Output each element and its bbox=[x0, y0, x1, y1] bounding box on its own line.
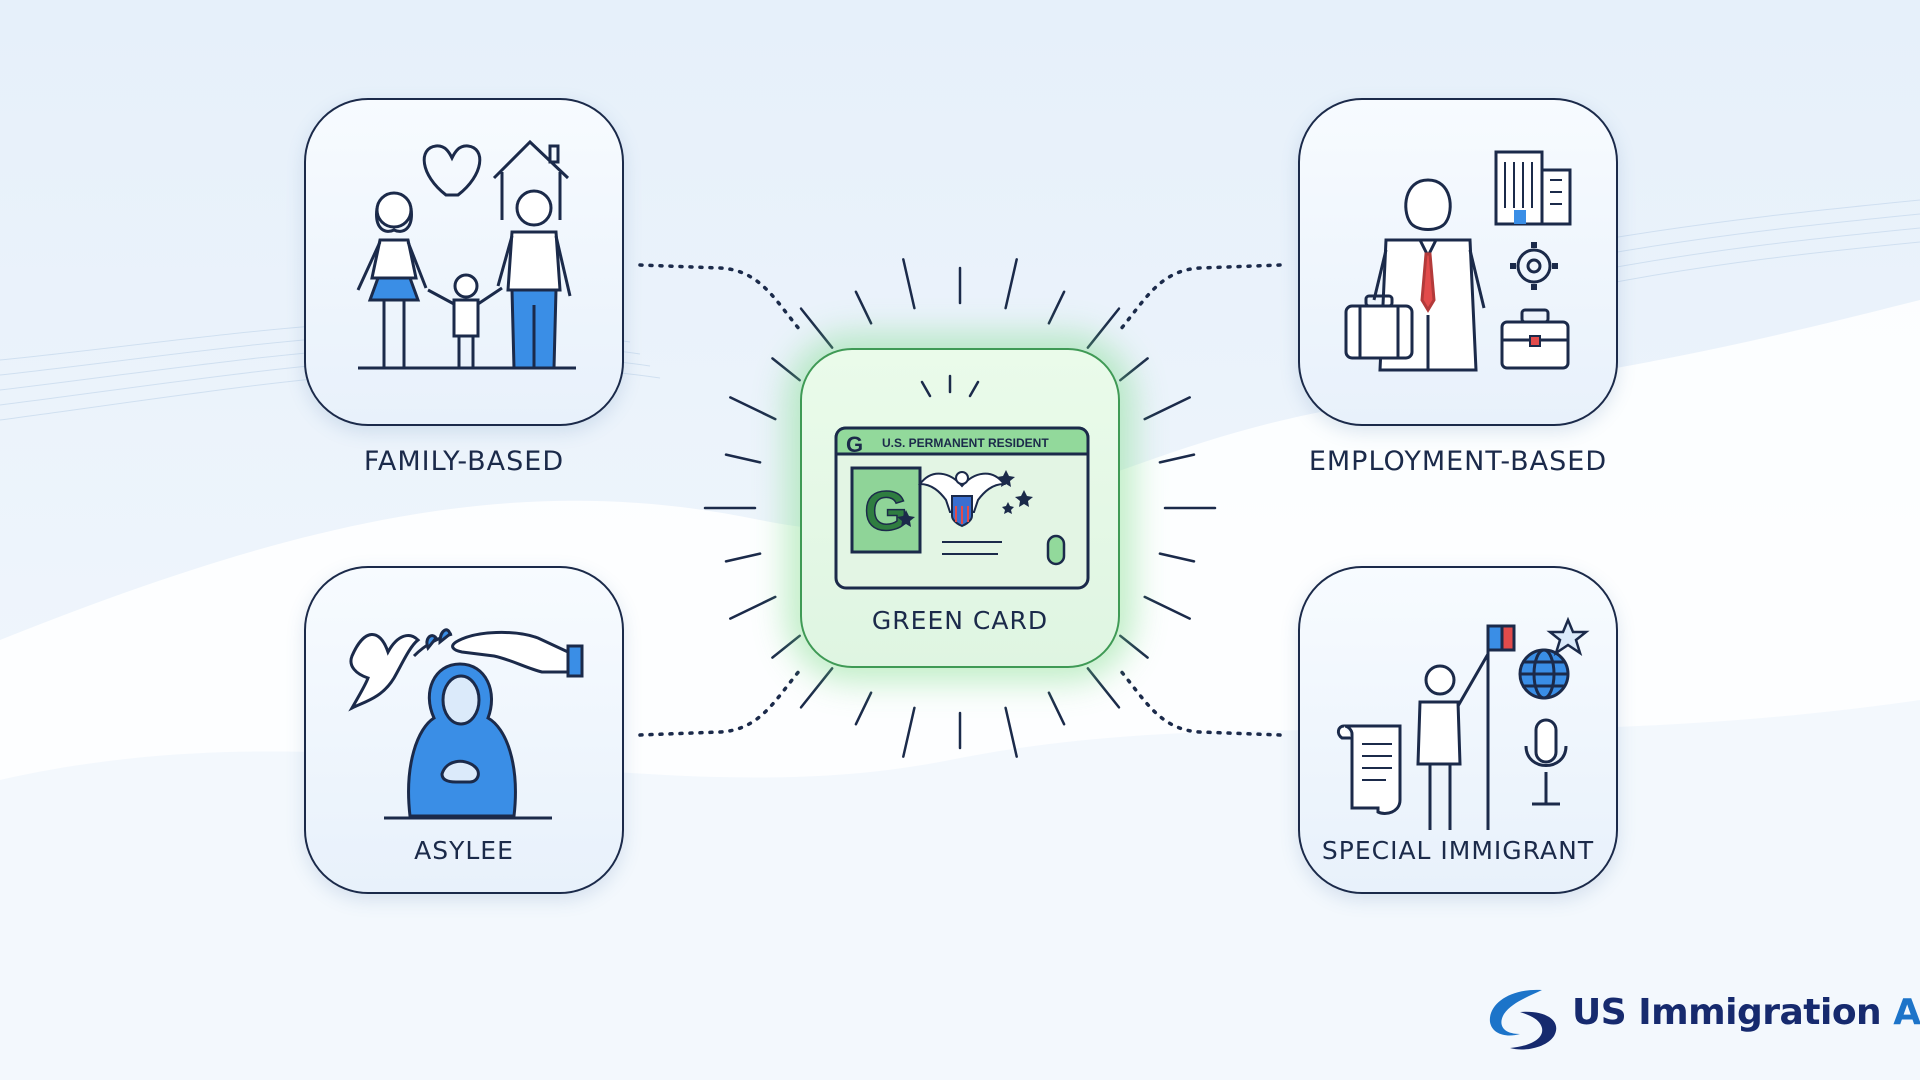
employment-based-label: EMPLOYMENT-BASED bbox=[1308, 446, 1608, 477]
person-with-flag-icon bbox=[1416, 624, 1516, 830]
connector-special bbox=[1118, 668, 1282, 737]
glow-ray bbox=[1143, 595, 1191, 620]
green-card-icon: G U.S. PERMANENT RESIDENT G bbox=[834, 374, 1090, 590]
glow-ray bbox=[1119, 357, 1149, 382]
glow-ray bbox=[771, 634, 801, 659]
brand-logo[interactable]: US Immigration AI bbox=[1480, 982, 1920, 1052]
hooded-person-icon bbox=[384, 662, 552, 820]
glow-ray bbox=[854, 290, 873, 325]
glow-ray bbox=[1158, 453, 1196, 464]
microphone-icon bbox=[1524, 718, 1568, 806]
glow-ray bbox=[771, 357, 801, 382]
brand-name: US Immigration AI bbox=[1572, 992, 1920, 1033]
family-based-label: FAMILY-BASED bbox=[363, 446, 565, 477]
asylee-label: ASYLEE bbox=[414, 836, 514, 865]
glow-ray bbox=[729, 595, 777, 620]
special-immigrant-card[interactable]: SPECIAL IMMIGRANT bbox=[1298, 566, 1618, 894]
green-card-node[interactable]: G U.S. PERMANENT RESIDENT G GREE bbox=[800, 348, 1120, 668]
brand-name-ai: AI bbox=[1893, 992, 1920, 1033]
glow-ray bbox=[1086, 667, 1121, 709]
dove-icon bbox=[348, 628, 453, 712]
family-icon bbox=[356, 189, 576, 370]
card-photo-letter: G bbox=[864, 479, 908, 542]
connector-family bbox=[638, 263, 802, 332]
green-card-label: GREEN CARD bbox=[871, 606, 1049, 635]
globe-icon bbox=[1518, 648, 1570, 700]
glow-ray bbox=[854, 691, 873, 726]
glow-ray bbox=[1004, 258, 1018, 310]
employment-based-card[interactable] bbox=[1298, 98, 1618, 426]
asylee-card[interactable]: ASYLEE bbox=[304, 566, 624, 894]
heart-icon bbox=[422, 144, 482, 197]
glow-ray bbox=[1004, 706, 1018, 758]
glow-ray bbox=[1086, 307, 1121, 349]
suitcase-icon bbox=[1344, 294, 1414, 360]
glow-ray bbox=[902, 706, 916, 758]
protecting-hand-icon bbox=[451, 630, 584, 678]
glow-ray bbox=[799, 307, 834, 349]
swoosh-logo-icon bbox=[1489, 989, 1557, 1050]
scroll-icon bbox=[1336, 724, 1402, 815]
card-header-text: U.S. PERMANENT RESIDENT bbox=[882, 436, 1049, 450]
glow-ray bbox=[1047, 290, 1066, 325]
glow-ray bbox=[1158, 552, 1196, 563]
star-icon bbox=[1546, 616, 1590, 656]
glow-ray bbox=[902, 258, 916, 310]
building-icon bbox=[1494, 150, 1572, 226]
card-header-letter: G bbox=[846, 432, 863, 457]
family-based-card[interactable] bbox=[304, 98, 624, 426]
gear-icon bbox=[1510, 242, 1558, 290]
connector-employment bbox=[1118, 263, 1282, 332]
glow-ray bbox=[799, 667, 834, 709]
glow-ray bbox=[729, 396, 777, 421]
glow-ray bbox=[724, 453, 762, 464]
briefcase-icon bbox=[1500, 308, 1570, 370]
glow-ray bbox=[1143, 396, 1191, 421]
special-immigrant-label: SPECIAL IMMIGRANT bbox=[1321, 836, 1595, 865]
glow-ray bbox=[724, 552, 762, 563]
house-icon bbox=[492, 139, 570, 220]
glow-ray bbox=[1119, 634, 1149, 659]
glow-ray bbox=[1047, 691, 1066, 726]
connector-asylee bbox=[638, 668, 802, 737]
brand-name-main: US Immigration bbox=[1572, 992, 1882, 1033]
glow-rays bbox=[703, 258, 1217, 758]
